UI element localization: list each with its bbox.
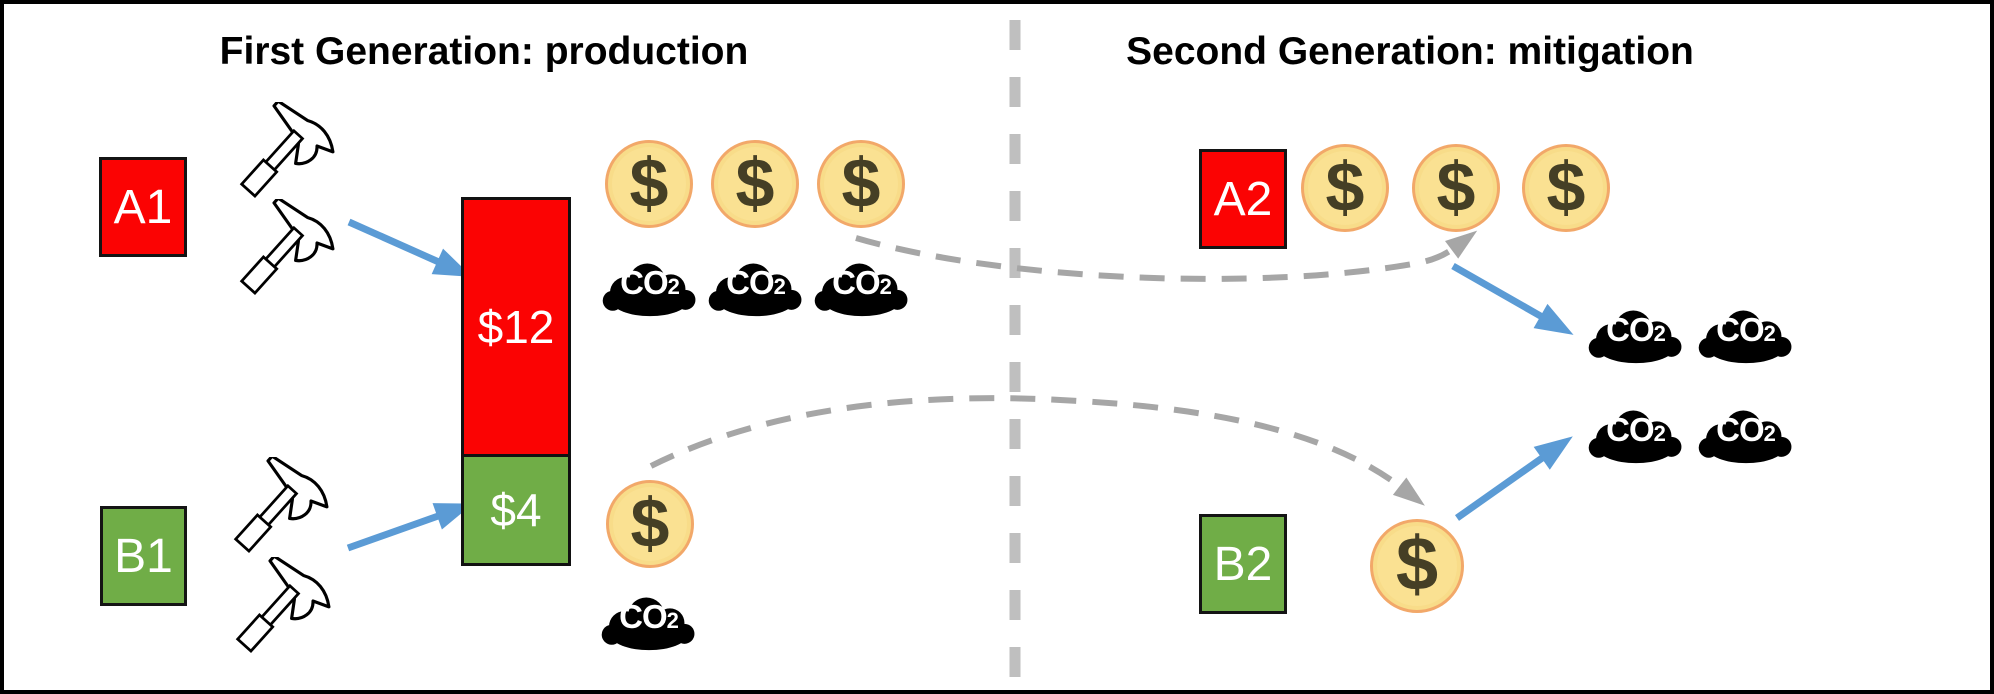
b2-mitigation-arrow (1454, 436, 1573, 521)
co2-label: CO2 (600, 266, 700, 299)
co2-text: CO (726, 264, 774, 301)
cost-bar-green-segment: $4 (461, 454, 571, 566)
co2-cloud-icon: CO2 (599, 590, 699, 654)
dollar-symbol: $ (1436, 148, 1476, 226)
co2-text: CO (832, 264, 880, 301)
co2-text: CO (1716, 311, 1764, 348)
dollar-symbol: $ (1546, 148, 1586, 226)
actor-a1-square: A1 (99, 157, 187, 257)
hammer-icon (239, 199, 335, 296)
coin-icon: $ (1370, 519, 1464, 613)
co2-subscript: 2 (666, 608, 679, 633)
coin-icon: $ (1301, 144, 1389, 232)
actor-b1-square: B1 (100, 506, 187, 606)
co2-text: CO (1716, 411, 1764, 448)
co2-subscript: 2 (1763, 421, 1776, 446)
cost-bar-red-value: $12 (477, 301, 555, 353)
co2-subscript: 2 (667, 274, 680, 299)
co2-text: CO (620, 264, 668, 301)
dollar-symbol: $ (1325, 148, 1365, 226)
co2-label: CO2 (1696, 413, 1796, 446)
hammer-icon (233, 457, 329, 554)
co2-label: CO2 (599, 600, 699, 633)
dollar-symbol: $ (841, 144, 881, 222)
coin-icon: $ (605, 140, 693, 228)
cost-bar: $12 $4 (461, 197, 571, 566)
b-money-transfer-dashed-curve (649, 395, 1425, 506)
actor-a2-square: A2 (1199, 149, 1287, 249)
dollar-symbol: $ (735, 144, 775, 222)
actor-b2-label: B2 (1213, 537, 1273, 591)
co2-cloud-icon: CO2 (1586, 303, 1686, 367)
actor-a2-label: A2 (1213, 172, 1273, 226)
co2-cloud-icon: CO2 (600, 256, 700, 320)
a2-mitigation-arrow (1451, 262, 1574, 335)
co2-text: CO (1606, 311, 1654, 348)
b1-production-arrow (346, 503, 474, 552)
co2-label: CO2 (812, 266, 912, 299)
actor-b1-label: B1 (114, 529, 173, 583)
dollar-symbol: $ (1395, 522, 1439, 607)
dollar-symbol: $ (630, 484, 670, 562)
actor-a1-label: A1 (113, 180, 173, 234)
co2-cloud-icon: CO2 (812, 256, 912, 320)
co2-subscript: 2 (1763, 321, 1776, 346)
left-panel-title: First Generation: production (219, 30, 749, 73)
a-money-transfer-dashed-curve (855, 230, 1478, 282)
co2-cloud-icon: CO2 (706, 256, 806, 320)
co2-label: CO2 (1586, 413, 1686, 446)
coin-icon: $ (1522, 144, 1610, 232)
co2-text: CO (1606, 411, 1654, 448)
co2-label: CO2 (1696, 313, 1796, 346)
coin-icon: $ (606, 480, 694, 568)
hammer-icon (239, 102, 335, 199)
co2-subscript: 2 (1653, 321, 1666, 346)
co2-subscript: 2 (879, 274, 892, 299)
co2-cloud-icon: CO2 (1696, 403, 1796, 467)
right-panel-title: Second Generation: mitigation (1126, 30, 1694, 73)
co2-label: CO2 (706, 266, 806, 299)
a1-production-arrow (347, 218, 473, 277)
co2-subscript: 2 (1653, 421, 1666, 446)
co2-cloud-icon: CO2 (1696, 303, 1796, 367)
coin-icon: $ (711, 140, 799, 228)
dollar-symbol: $ (629, 144, 669, 222)
hammer-icon (235, 557, 331, 654)
co2-label: CO2 (1586, 313, 1686, 346)
co2-subscript: 2 (773, 274, 786, 299)
cost-bar-green-value: $4 (490, 484, 542, 536)
coin-icon: $ (817, 140, 905, 228)
coin-icon: $ (1412, 144, 1500, 232)
actor-b2-square: B2 (1199, 514, 1287, 614)
co2-cloud-icon: CO2 (1586, 403, 1686, 467)
cost-bar-red-segment: $12 (461, 197, 571, 457)
co2-text: CO (619, 598, 667, 635)
